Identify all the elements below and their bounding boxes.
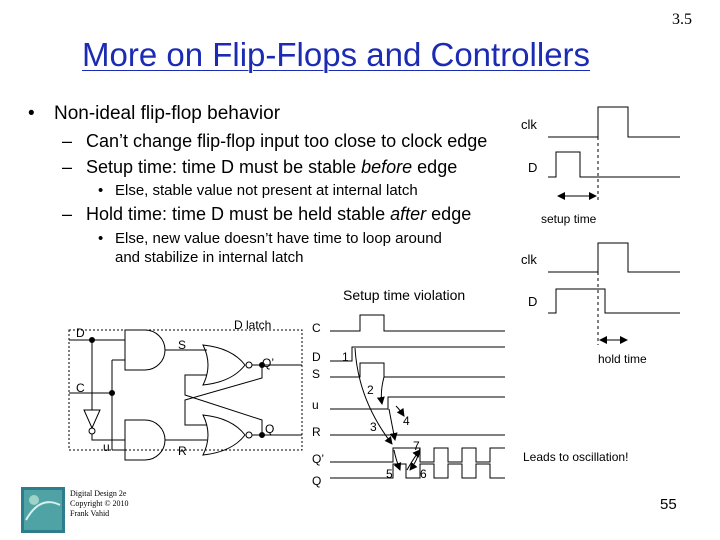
nor-gate-bottom-bubble	[245, 431, 253, 439]
step-arrow-2	[376, 376, 385, 405]
step-label-4: 4	[403, 414, 410, 428]
setup-emphasis: before	[361, 157, 413, 177]
setup-timing-diagram	[548, 106, 680, 200]
violation-signal-d: D	[312, 350, 321, 364]
setup-d-label: D	[528, 160, 538, 175]
hold-clk-waveform	[548, 242, 680, 273]
latch-qn-label: Q’	[262, 356, 274, 370]
violation-signal-r: R	[312, 425, 321, 439]
page-number: 55	[660, 496, 677, 513]
dash-marker: –	[62, 157, 73, 177]
violation-signal-u: u	[312, 398, 319, 412]
step-arrow-3	[388, 408, 398, 441]
violation-signal-qn: Q’	[312, 452, 324, 466]
hold-d-waveform	[548, 288, 680, 314]
step-label-5: 5	[386, 467, 393, 481]
wave-s	[330, 362, 505, 378]
setup-d-waveform	[548, 151, 680, 178]
wave-d	[330, 346, 505, 362]
step-label-7: 7	[413, 439, 420, 453]
latch-r-label: R	[178, 444, 187, 458]
nor-gate-top	[202, 344, 246, 386]
latch-u-label: u	[103, 440, 110, 454]
step-arrow-5	[393, 449, 402, 471]
hold-time-caption: hold time	[598, 352, 647, 366]
and-gate-top	[124, 329, 166, 371]
junction-dot	[259, 362, 265, 368]
footer-line: Frank Vahid	[70, 509, 110, 518]
setup-clk-label: clk	[521, 117, 537, 132]
book-logo	[21, 487, 65, 533]
step-label-2: 2	[367, 383, 374, 397]
inverter	[83, 409, 101, 430]
d-latch-schematic	[68, 329, 303, 461]
bullet-else-stable: Else, stable value not present at intern…	[115, 182, 418, 199]
bullet-marker: •	[28, 103, 35, 124]
bullet-cant-change: Can’t change flip-flop input too close t…	[86, 131, 488, 151]
setup-time-caption: setup time	[541, 212, 597, 226]
latch-d-label: D	[76, 326, 85, 340]
footer-line: Copyright © 2010	[70, 499, 129, 508]
and-gate-bottom	[124, 419, 166, 461]
u-wire	[91, 434, 125, 441]
footer-line: Digital Design 2e	[70, 489, 127, 498]
bullet-nonideal: Non-ideal flip-flop behavior	[54, 103, 281, 124]
nor-gate-bottom	[202, 414, 246, 456]
violation-signal-s: S	[312, 367, 321, 381]
latch-title: D latch	[234, 318, 272, 332]
setup-text-end: edge	[412, 157, 458, 177]
sub-bullet-marker: •	[98, 230, 104, 247]
hold-emphasis: after	[390, 204, 427, 224]
junction-dot	[109, 390, 115, 396]
hold-text: Hold time: time D must be held stable	[86, 204, 391, 224]
slide-number-section: 3.5	[672, 11, 692, 28]
junction-dot	[259, 432, 265, 438]
dash-marker: –	[62, 131, 73, 151]
violation-title: Setup time violation	[343, 287, 466, 303]
dash-marker: –	[62, 204, 73, 224]
junction-dot	[89, 337, 95, 343]
setup-clk-waveform	[548, 106, 680, 138]
latch-q-label: Q	[265, 422, 275, 436]
wave-c	[330, 314, 505, 332]
hold-clk-label: clk	[521, 252, 537, 267]
bullet-hold-time: Hold time: time D must be held stable af…	[86, 204, 471, 225]
wave-qn	[330, 447, 505, 463]
hold-timing-diagram	[548, 242, 680, 345]
slide-title: More on Flip-Flops and Controllers	[82, 36, 591, 73]
footer-copyright: Digital Design 2e Copyright © 2010 Frank…	[70, 489, 129, 519]
bullet-else-new-1: Else, new value doesn’t have time to loo…	[115, 230, 442, 247]
nor-gate-top-bubble	[245, 361, 253, 369]
sub-bullet-marker: •	[98, 182, 104, 199]
latch-border	[68, 329, 303, 451]
step-label-1: 1	[342, 350, 349, 364]
wave-u	[330, 396, 505, 410]
step-arrow-7	[406, 449, 421, 471]
violation-signal-c: C	[312, 321, 321, 335]
cross-wire-1	[184, 365, 263, 426]
step-label-6: 6	[420, 467, 427, 481]
step-label-3: 3	[370, 420, 377, 434]
latch-s-label: S	[178, 338, 187, 352]
violation-waveforms	[330, 314, 505, 479]
bullet-else-new-2: and stabilize in internal latch	[115, 249, 304, 266]
wave-q	[330, 463, 505, 479]
violation-signal-q: Q	[312, 474, 322, 488]
hold-d-label: D	[528, 294, 538, 309]
step-arrow-4	[395, 405, 405, 417]
step-arrow-1	[354, 347, 393, 445]
setup-text: Setup time: time D must be stable	[86, 157, 362, 177]
cross-wire-2	[184, 374, 263, 435]
bullet-setup-time: Setup time: time D must be stable before…	[86, 157, 457, 178]
oscillation-note: Leads to oscillation!	[523, 450, 629, 464]
hold-text-end: edge	[426, 204, 472, 224]
latch-c-label: C	[76, 381, 85, 395]
